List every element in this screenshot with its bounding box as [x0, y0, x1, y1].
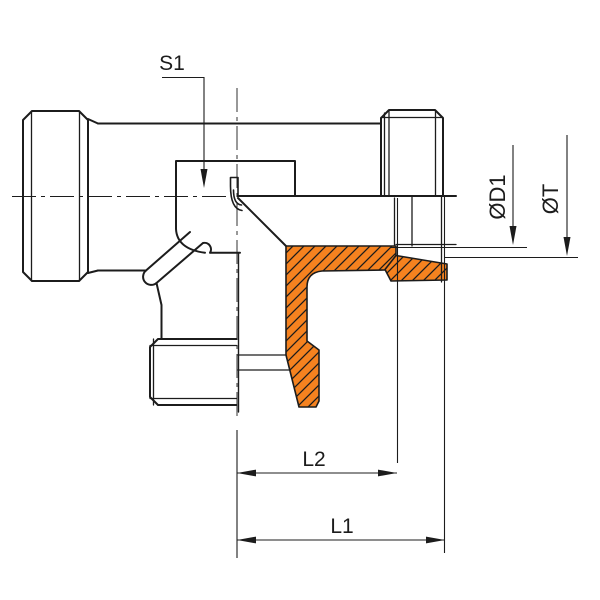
cone-edge — [237, 197, 287, 247]
l2-arrowhead-right — [378, 469, 397, 477]
bottom-nut-inner-lines — [149, 338, 238, 406]
tube-end-detail — [229, 176, 243, 212]
l1-arrowhead-right — [426, 536, 445, 544]
dimension-labels: S1 ØD1 ØT L2 L1 — [159, 52, 563, 538]
branch-bore-lines — [237, 354, 291, 371]
part-outlines — [22, 109, 457, 413]
label-t: ØT — [538, 184, 563, 215]
l1-arrowhead-left — [237, 536, 256, 544]
l2-arrowhead-left — [237, 469, 256, 477]
branch-neck-left-edge — [155, 282, 163, 340]
stud-body-joins — [87, 118, 99, 274]
label-l1: L1 — [330, 515, 353, 538]
label-s1: S1 — [159, 52, 185, 75]
label-l2: L2 — [302, 448, 325, 471]
dimensions — [162, 76, 578, 558]
right-port-thread-lines — [393, 195, 457, 283]
bottom-nut-outline — [149, 338, 238, 406]
left-stud-outline — [22, 110, 89, 282]
t-arrowhead — [563, 237, 571, 256]
left-stud-chamfer-lines — [30, 110, 81, 282]
s1-leader — [162, 76, 205, 170]
d1-arrowhead — [509, 226, 517, 245]
s1-arrowhead — [200, 169, 208, 188]
dimension-arrowheads — [200, 169, 571, 544]
branch-collar — [142, 231, 241, 286]
label-d1: ØD1 — [485, 174, 510, 219]
section-right-tail — [384, 254, 448, 282]
hex-block — [175, 160, 296, 254]
body-section-hatch — [285, 245, 448, 408]
top-stud-outline — [380, 109, 444, 197]
top-stud-inner-lines — [380, 109, 444, 197]
section-main-l-shape — [285, 245, 397, 408]
